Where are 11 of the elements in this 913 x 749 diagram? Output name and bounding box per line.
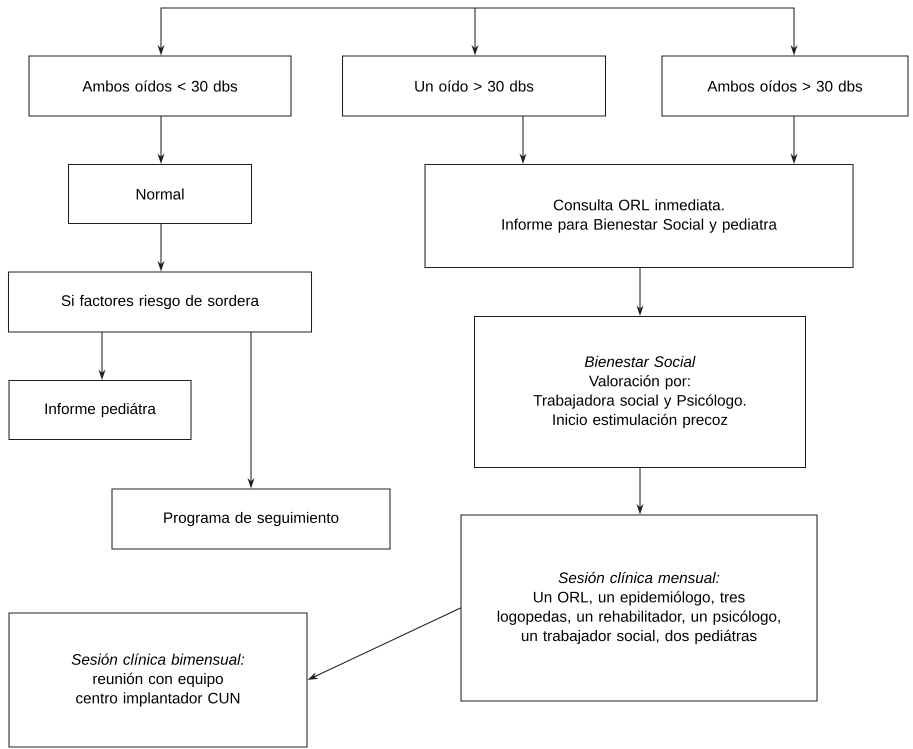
process-box: Programa de seguimiento: [111, 488, 391, 550]
process-box: Si factores riesgo de sordera: [8, 271, 312, 333]
process-box: Un oído > 30 dbs: [342, 55, 606, 117]
process-box: Normal: [68, 164, 252, 224]
process-box: Bienestar Social Valoración por: Trabajadora social y Psicólogo. Inicio estimulación precoz: [474, 316, 806, 468]
process-box: Sesión clínica bimensual: reunión con equipo centro implantador CUN: [8, 612, 308, 748]
process-box: Ambos oídos > 30 dbs: [661, 55, 909, 117]
process-box: Sesión clínica mensual: Un ORL, un epidemiólogo, tres logopedas, un rehabilitador, un psicólogo, un trabajador social, dos pediátras: [460, 514, 818, 702]
process-box: Informe pediátra: [8, 380, 192, 440]
process-box: Ambos oídos < 30 dbs: [28, 55, 292, 117]
process-box: Consulta ORL inmediata. Informe para Bienestar Social y pediatra: [424, 164, 854, 268]
